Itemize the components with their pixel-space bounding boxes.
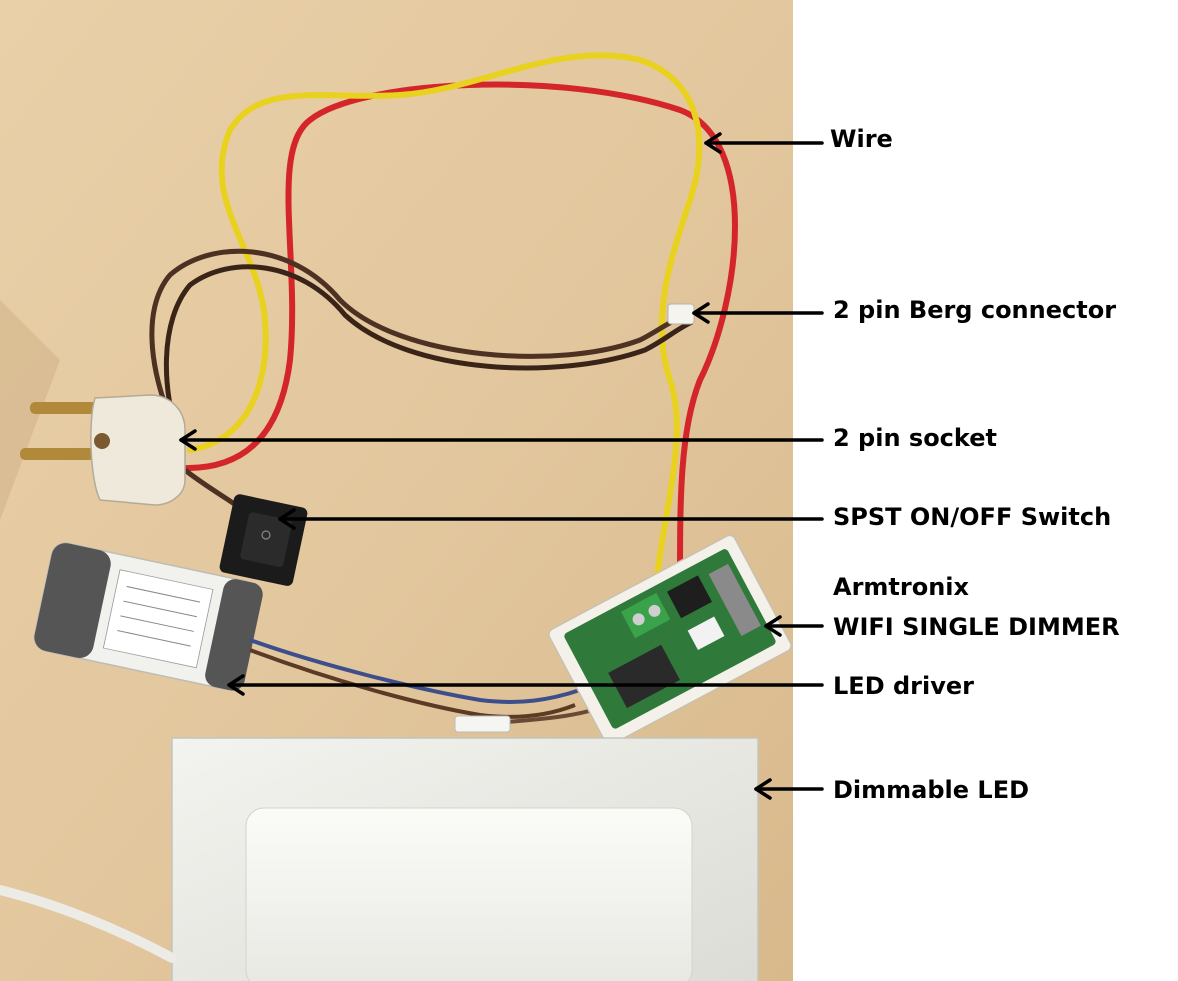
brown-wire-driver (249, 648, 576, 719)
led-cable (0, 885, 177, 963)
arrow-wire (704, 132, 824, 154)
red-wire (179, 81, 738, 583)
yellow-wire (187, 52, 703, 603)
wire-connector (454, 715, 511, 733)
label-led-driver: LED driver (833, 672, 974, 700)
berg-connector (667, 303, 695, 325)
two-pin-plug (20, 394, 186, 506)
label-dimmer-line-2: WIFI SINGLE DIMMER (833, 613, 1120, 641)
arrow-led-driver (227, 674, 824, 696)
blue-wire (249, 638, 581, 704)
arrow-socket (179, 429, 824, 451)
label-dimmable-led: Dimmable LED (833, 776, 1030, 804)
arrow-berg-connector (692, 302, 824, 324)
brown-wire (149, 248, 691, 442)
arrow-dimmable-led (754, 778, 824, 800)
label-wire: Wire (830, 125, 893, 153)
arrow-dimmer (764, 615, 824, 637)
label-berg-connector: 2 pin Berg connector (833, 296, 1117, 324)
dimmable-led-panel (171, 737, 759, 981)
brown-wire-2 (163, 264, 694, 451)
label-switch: SPST ON/OFF Switch (833, 503, 1112, 531)
arrow-switch (278, 508, 824, 530)
label-dimmer-line-1: Armtronix (833, 573, 970, 601)
callout-arrows (179, 132, 824, 800)
label-socket: 2 pin socket (833, 424, 997, 452)
board-shadow (0, 300, 60, 520)
led-driver (33, 542, 263, 691)
